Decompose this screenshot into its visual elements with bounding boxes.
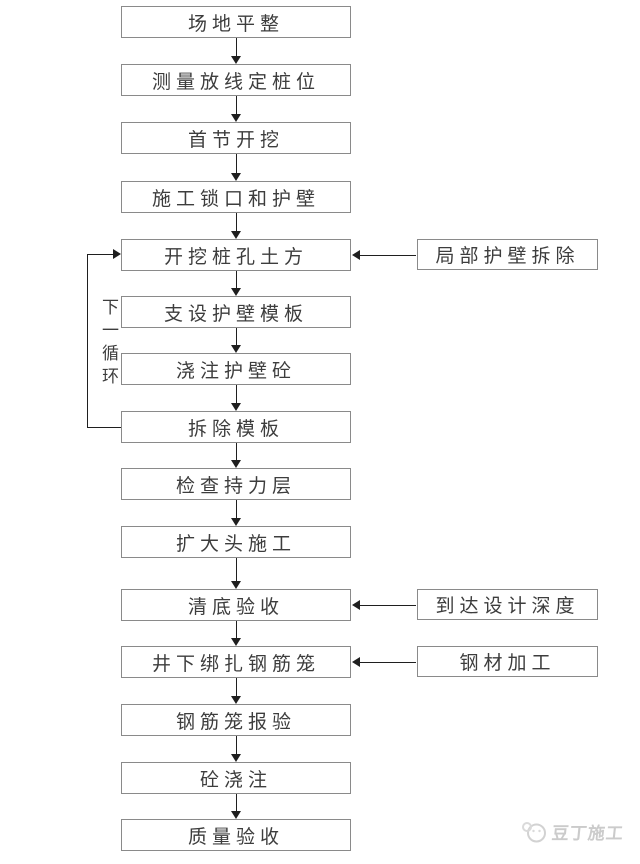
arrow-down-2 [230,96,242,122]
arrow-down-4 [230,213,242,239]
flow-node-pour-lining-concrete: 浇注护壁砼 [121,353,351,385]
arrow-down-1 [230,38,242,64]
arrow-left-partial-lining-removal [352,249,416,261]
flow-node-site-leveling: 场地平整 [121,6,351,38]
arrow-down-3 [230,154,242,181]
flow-node-reach-design-depth: 到达设计深度 [417,589,598,620]
watermark: 豆丁施工 [520,818,625,845]
flow-node-partial-lining-removal: 局部护壁拆除 [417,239,598,270]
flow-node-remove-formwork: 拆除模板 [121,411,351,443]
arrow-left-reach-design-depth [352,599,416,611]
arrow-down-8 [230,443,242,468]
flow-node-survey-set-pile-position: 测量放线定桩位 [121,64,351,96]
flow-node-check-bearing-stratum: 检查持力层 [121,468,351,500]
loop-label-next-cycle: 下一循环 [99,298,118,390]
flow-node-erect-lining-formwork: 支设护壁模板 [121,296,351,328]
loop-line-bottom [87,427,121,428]
douding-bean-logo-icon [520,818,547,845]
flow-node-tie-rebar-cage-in-shaft: 井下绑扎钢筋笼 [121,646,351,678]
watermark-text: 豆丁施工 [550,824,625,843]
arrow-down-14 [230,794,242,819]
arrow-down-7 [230,385,242,411]
flow-node-excavate-pile-hole-earthwork: 开挖桩孔土方 [121,239,351,271]
loop-line-vertical [87,254,88,427]
flow-node-quality-acceptance: 质量验收 [121,819,351,851]
flow-node-construct-collar-and-lining: 施工锁口和护壁 [121,181,351,213]
arrow-down-10 [230,558,242,589]
flow-node-rebar-cage-inspection: 钢筋笼报验 [121,704,351,736]
flow-node-steel-processing: 钢材加工 [417,646,598,677]
flow-node-enlarged-head-construction: 扩大头施工 [121,526,351,558]
arrow-down-6 [230,328,242,353]
arrow-left-steel-processing [352,656,416,668]
arrow-down-11 [230,621,242,646]
arrow-down-13 [230,736,242,762]
flow-node-bottom-cleaning-acceptance: 清底验收 [121,589,351,621]
flow-node-concrete-pouring: 砼浇注 [121,762,351,794]
arrow-down-5 [230,271,242,296]
flow-node-first-section-excavation: 首节开挖 [121,122,351,154]
loop-arrow-reentry [87,248,121,260]
arrow-down-12 [230,678,242,704]
arrow-down-9 [230,500,242,526]
